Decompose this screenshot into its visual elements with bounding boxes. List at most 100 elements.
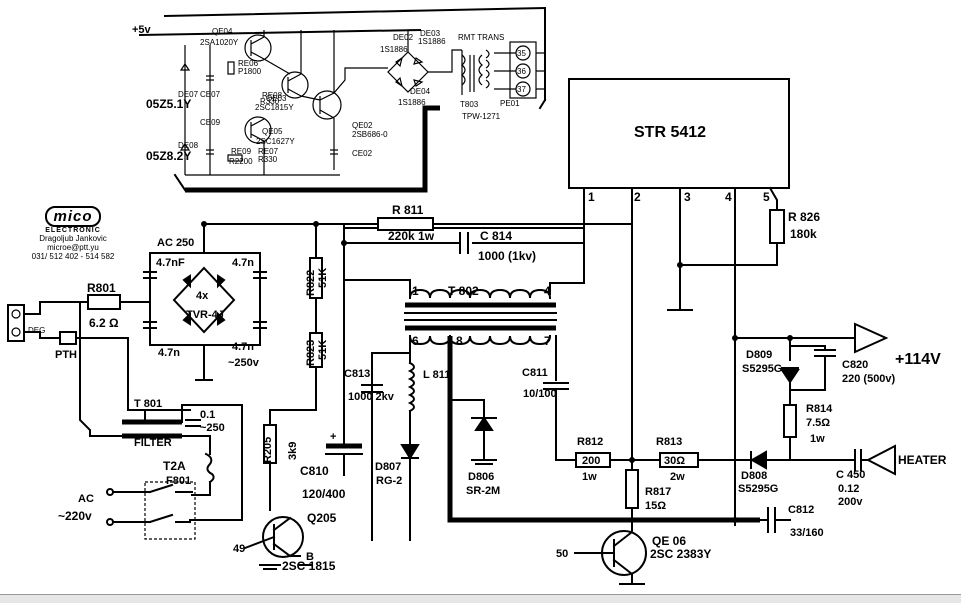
logo-author: Dragoljub Jankovic	[39, 234, 107, 243]
ce02-ref: CE02	[352, 149, 373, 158]
ic-name: STR 5412	[634, 124, 706, 141]
inset-connector	[509, 41, 537, 99]
de03-value: 1S1886	[418, 37, 446, 46]
r826-ref: R 826	[788, 210, 820, 224]
ic-pin-3: 3	[684, 190, 691, 204]
r826-value: 180k	[790, 227, 817, 241]
r817-ref: R817	[645, 486, 671, 498]
qe06-value: 2SC 2383Y	[650, 547, 711, 561]
ic-pin-1: 1	[588, 190, 595, 204]
re06-value: P1800	[238, 67, 262, 76]
t801-ref: T 801	[134, 398, 162, 410]
r814-resistor	[783, 404, 797, 438]
ic-pin-5: 5	[763, 190, 770, 204]
c810-value: 120/400	[302, 487, 346, 501]
d806-value: SR-2M	[466, 485, 500, 497]
c811-value: 10/100	[523, 388, 557, 400]
bridge-value: TVR-4J	[186, 309, 224, 321]
logo-block: mico ELECTRONIC Dragoljub Jankovic micro…	[28, 206, 118, 261]
inset-panel: +5v QE04 2SA1020Y QE03 2SC1815Y QE05 2SC…	[132, 6, 547, 193]
d806-ref: D806	[468, 471, 494, 483]
r205-ref: R205	[262, 437, 274, 463]
ac250-label: AC 250	[157, 237, 194, 249]
re08-ref: RE08	[262, 91, 283, 100]
r823-ref: R823	[305, 340, 317, 366]
rmt-label: RMT TRANS	[458, 33, 504, 42]
re09-value: R2200	[229, 157, 253, 166]
deg-label: DEG	[28, 326, 45, 335]
t802-pin-6: 6	[412, 334, 419, 348]
logo-electronic: ELECTRONIC	[45, 227, 101, 234]
r801-ref: R801	[87, 281, 116, 295]
heater-arrow	[865, 444, 896, 476]
cap-bridge-2: 4.7n	[232, 257, 254, 269]
ce07-ref: CE07	[200, 90, 221, 99]
main-bridge	[172, 266, 236, 334]
t802-pin-1: 1	[412, 284, 419, 298]
bottom-scroll-strip	[0, 594, 961, 603]
ce09-ref: CE09	[200, 118, 221, 127]
q205-ref: Q205	[307, 511, 337, 525]
qe03-ref: QE03	[266, 94, 287, 103]
d809-value: S5295G	[742, 363, 782, 375]
r814-value: 7.5Ω	[806, 417, 830, 429]
re09-ref: RE09	[231, 147, 252, 156]
r811-resistor	[377, 217, 434, 231]
ground-symbols	[259, 459, 645, 585]
r812-watt: 1w	[582, 471, 597, 483]
r817-resistor	[625, 469, 639, 509]
q205-base-label: 49	[233, 543, 245, 555]
r822-ref: R822	[305, 270, 317, 296]
re07-value: R330	[258, 155, 278, 164]
bridge-ref: 4x	[196, 290, 209, 302]
r205-value: 3k9	[287, 442, 299, 460]
t803-ref: T803	[460, 100, 479, 109]
r801-resistor	[87, 294, 121, 310]
qe04-value: 2SA1020Y	[200, 38, 239, 47]
c814-ref: C 814	[480, 229, 512, 243]
filter-label: FILTER	[134, 437, 172, 449]
vcc-label: +5v	[132, 24, 152, 36]
c813-value: 1000 2kv	[348, 391, 395, 403]
logo-email: microe@ptt.yu	[47, 243, 99, 252]
out114-arrow	[854, 322, 889, 354]
de02-ref: DE02	[393, 33, 414, 42]
out114-label: +114V	[895, 351, 941, 368]
r811-ref: R 811	[392, 203, 424, 217]
qe06-ref: QE 06	[652, 534, 686, 548]
r812-ref: R812	[577, 436, 603, 448]
pth-thermistor	[59, 331, 77, 345]
qe03-transistor	[281, 71, 309, 99]
c820-value: 220 (500v)	[842, 373, 896, 385]
qe05-transistor	[244, 116, 272, 144]
inset-pin-35: 35	[517, 49, 526, 58]
c811-ref: C811	[522, 367, 548, 379]
re06-ref: RE06	[238, 59, 259, 68]
cfilt-value: 0.1	[200, 409, 215, 421]
r811-value: 220k 1w	[388, 229, 435, 243]
qe04-transistor	[244, 34, 272, 62]
c820-ref: C820	[842, 359, 868, 371]
c450-value: 0.12	[838, 483, 859, 495]
r822-value: 51K	[317, 268, 329, 288]
d809-ref: D809	[746, 349, 772, 361]
de07-ref: DE07	[178, 90, 199, 99]
ic-pin-2: 2	[634, 190, 641, 204]
qe03-value: 2SC1815Y	[255, 103, 294, 112]
mico-logo: mico	[45, 206, 101, 227]
r801-value: 6.2 Ω	[89, 316, 119, 330]
power-switch-box	[144, 481, 196, 540]
r813-watt: 2w	[670, 471, 685, 483]
pth-label: PTH	[55, 349, 77, 361]
q205-pin: B	[306, 551, 314, 563]
d809-diode	[780, 369, 800, 384]
neg250-label: ~250v	[228, 357, 260, 369]
r814-ref: R814	[806, 403, 833, 415]
de08-zener	[179, 142, 191, 151]
de07-zener	[179, 62, 191, 71]
d808-ref: D808	[741, 470, 767, 482]
c450-ref: C 450	[836, 469, 865, 481]
inset-bridge	[387, 51, 429, 93]
ic-str5412: STR 5412 1 2 3 4 5	[568, 78, 790, 204]
